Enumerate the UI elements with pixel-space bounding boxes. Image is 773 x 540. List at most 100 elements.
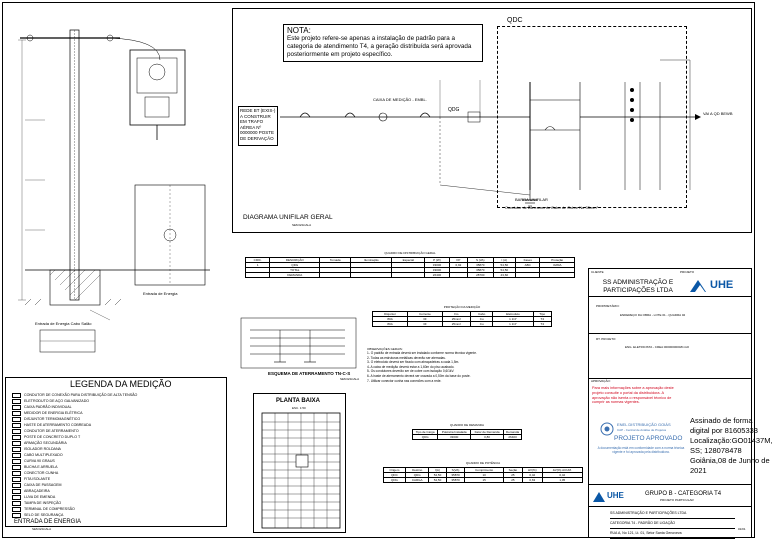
table-cell: 3F: [407, 321, 443, 327]
legend-item-label: ARMAÇÃO SECUNDÁRIA: [24, 441, 67, 445]
cabo-label: CAIXA DE MEDIÇÃO - EMBL.: [373, 97, 427, 102]
footer-line: CATEGORIA T4 - PADRÃO DE LIGAÇÃO: [610, 519, 735, 529]
legend-item-label: CURVA 90 GRAUS: [24, 459, 55, 463]
vai-label: VAI A QD BEWB: [703, 111, 733, 116]
projeto-label: PROJETO: [680, 270, 695, 274]
legend-item-label: CONECTOR CUNHA: [24, 471, 59, 475]
table-cell: 35870: [445, 477, 466, 483]
signature-line: SS; 128078478: [690, 446, 742, 455]
legend-symbol-icon: [12, 440, 21, 446]
legend-symbol-icon: [12, 470, 21, 476]
footer-brand: UHE: [607, 491, 624, 500]
legend-item: CAIXA DE PASSAGEM: [12, 482, 222, 488]
note-line: 4- A caixa de medição deverá estar a 1,6…: [367, 364, 455, 369]
qdg-label: QDG: [448, 107, 460, 113]
table-cell: 43,60: [492, 272, 517, 278]
table-cell: 0,63: [522, 477, 543, 483]
note-line: 2- Todas as estruturas metálicas deverão…: [367, 355, 446, 360]
table-cell: 26400: [503, 434, 522, 440]
legend-symbol-icon: [12, 476, 21, 482]
signature-line: digital por 81605333: [690, 426, 758, 435]
table-cell: CARGA: [404, 477, 430, 483]
small-table2-title: QUADRO DE POTÊNCIA: [465, 461, 501, 465]
legend-symbol-icon: [12, 410, 21, 416]
table-cell: [319, 272, 352, 278]
table-header-cell: Fator de Demanda: [470, 429, 505, 435]
table-cell: 1 1/4": [492, 321, 534, 327]
footer-logo: UHE: [592, 490, 632, 504]
table-cell: 80A: [371, 321, 409, 327]
stamp-sub: CAP - Central de Análise de Projetos: [617, 428, 667, 432]
stamp-company: ENEL DISTRIBUIÇÃO GOIÁS: [617, 422, 671, 427]
rede-label: REDE BT (EXIS-) A CONSTRUIR EM TRAFO AÉR…: [240, 108, 276, 141]
box-label: Entrada de Energia Cabo Salão: [35, 321, 92, 326]
table-cell: 25: [502, 477, 524, 483]
table-cell: 26400: [424, 272, 450, 278]
legend-symbol-icon: [12, 494, 21, 500]
legend-item-label: ABRAÇADEIRA: [24, 489, 50, 493]
legend-item: TAMPA DE INSPEÇÃO: [12, 500, 222, 506]
footer-line: RUA A, No 121, Lt. 01, Setor Santa Genov…: [610, 529, 735, 539]
legend-item: SELO DE SEGURANÇA: [12, 512, 222, 518]
quadro-table-wrap: QUADRO DE DISTRIBUIÇÃO GERAL CIRC.DESCRI…: [244, 252, 575, 278]
elevation-title: ENTRADA DE ENERGIA: [14, 519, 82, 525]
planta-subtitle: ESC. 1:50: [292, 406, 306, 410]
legend-item: CONDUTOR DE ATERRAMENTO: [12, 428, 222, 434]
legend-item-label: ISOLADOR ROLDANA: [24, 447, 61, 451]
legend-item-label: MEDIDOR DE ENERGIA ELÉTRICA: [24, 411, 83, 415]
table-cell: 25mm²: [441, 321, 472, 327]
engineer: ENG. ELETRICISTA - CREA 0000000000/D-GO: [625, 345, 690, 349]
brand-logo: UHE: [688, 277, 748, 295]
legend-item-label: CABO MULTIPLEXADO: [24, 453, 63, 457]
legend-item: DISJUNTOR TERMOMAGNÉTICO: [12, 416, 222, 422]
legend-item: ELETRODUTO DE AÇO GALVANIZADO: [12, 398, 222, 404]
table-cell: 28700: [467, 272, 494, 278]
legend-item: CONDUTOR DE CONEXÃO PARA DISTRIBUIÇÃO DE…: [12, 392, 222, 398]
legend-item-label: TERMINAL DE COMPRESSÃO: [24, 507, 75, 511]
legend-item: HASTE DE ATERRAMENTO COBREADA: [12, 422, 222, 428]
notes-block: OBSERVAÇÕES GERAIS: 1- O padrão de entra…: [367, 348, 577, 383]
legend-panel: [5, 377, 227, 527]
legend-item-label: FITA ISOLANTE: [24, 477, 51, 481]
protecao-title: PROTEÇÃO DA MEDIÇÃO: [443, 305, 481, 309]
table-cell: [448, 272, 469, 278]
planta-panel: [253, 393, 346, 533]
note-text: Este projeto refere-se apenas a instalaç…: [287, 35, 472, 58]
legend-item-label: HASTE DE ATERRAMENTO COBREADA: [24, 423, 92, 427]
legend-symbol-icon: [12, 404, 21, 410]
table-header-cell: Potência Instalada: [437, 429, 472, 435]
legend-item-label: LUVA DE EMENDA: [24, 495, 56, 499]
signature-line: Localização:GO01437M,: [690, 436, 773, 445]
legend-symbol-icon: [12, 446, 21, 452]
table-cell: [539, 272, 575, 278]
aprovacao-label: APROVAÇÃO:: [591, 379, 611, 383]
legend-symbol-icon: [12, 500, 21, 506]
drawing-title: GRUPO B - CATEGORIA T4: [645, 491, 722, 497]
note-line: 5- Os condutores deverão ser de cobre co…: [367, 369, 455, 374]
note-box: [283, 24, 483, 62]
stamp-text: A documentação está em conformidade com …: [597, 446, 685, 455]
legend-item-label: ELETRODUTO DE AÇO GALVANIZADO: [24, 399, 90, 403]
legend-item-label: CAIXA PADRÃO INDIVIDUAL: [24, 405, 72, 409]
legend-symbol-icon: [12, 452, 21, 458]
endereco: ENDEREÇO DA OBRA - LOTE 01 - QUADRA 02: [620, 313, 686, 317]
table-cell: T4: [532, 321, 553, 327]
legend-list: CONDUTOR DE CONEXÃO PARA DISTRIBUIÇÃO DE…: [12, 392, 222, 518]
legend-item-label: POSTE DE CONCRETO DUPLO T: [24, 435, 81, 439]
elevation-panel: [3, 5, 225, 375]
legend-item: CURVA 90 GRAUS: [12, 458, 222, 464]
table-cell: 15: [464, 477, 504, 483]
diagram-subtitle: SEM ESCALA: [292, 223, 312, 227]
legend-item: ARMAÇÃO SECUNDÁRIA: [12, 440, 222, 446]
sheet-number: 01/01: [738, 527, 746, 531]
diagram-panel: [232, 8, 752, 233]
table-cell: [244, 272, 271, 278]
hatch-label: Entrada de Energia: [143, 291, 178, 296]
